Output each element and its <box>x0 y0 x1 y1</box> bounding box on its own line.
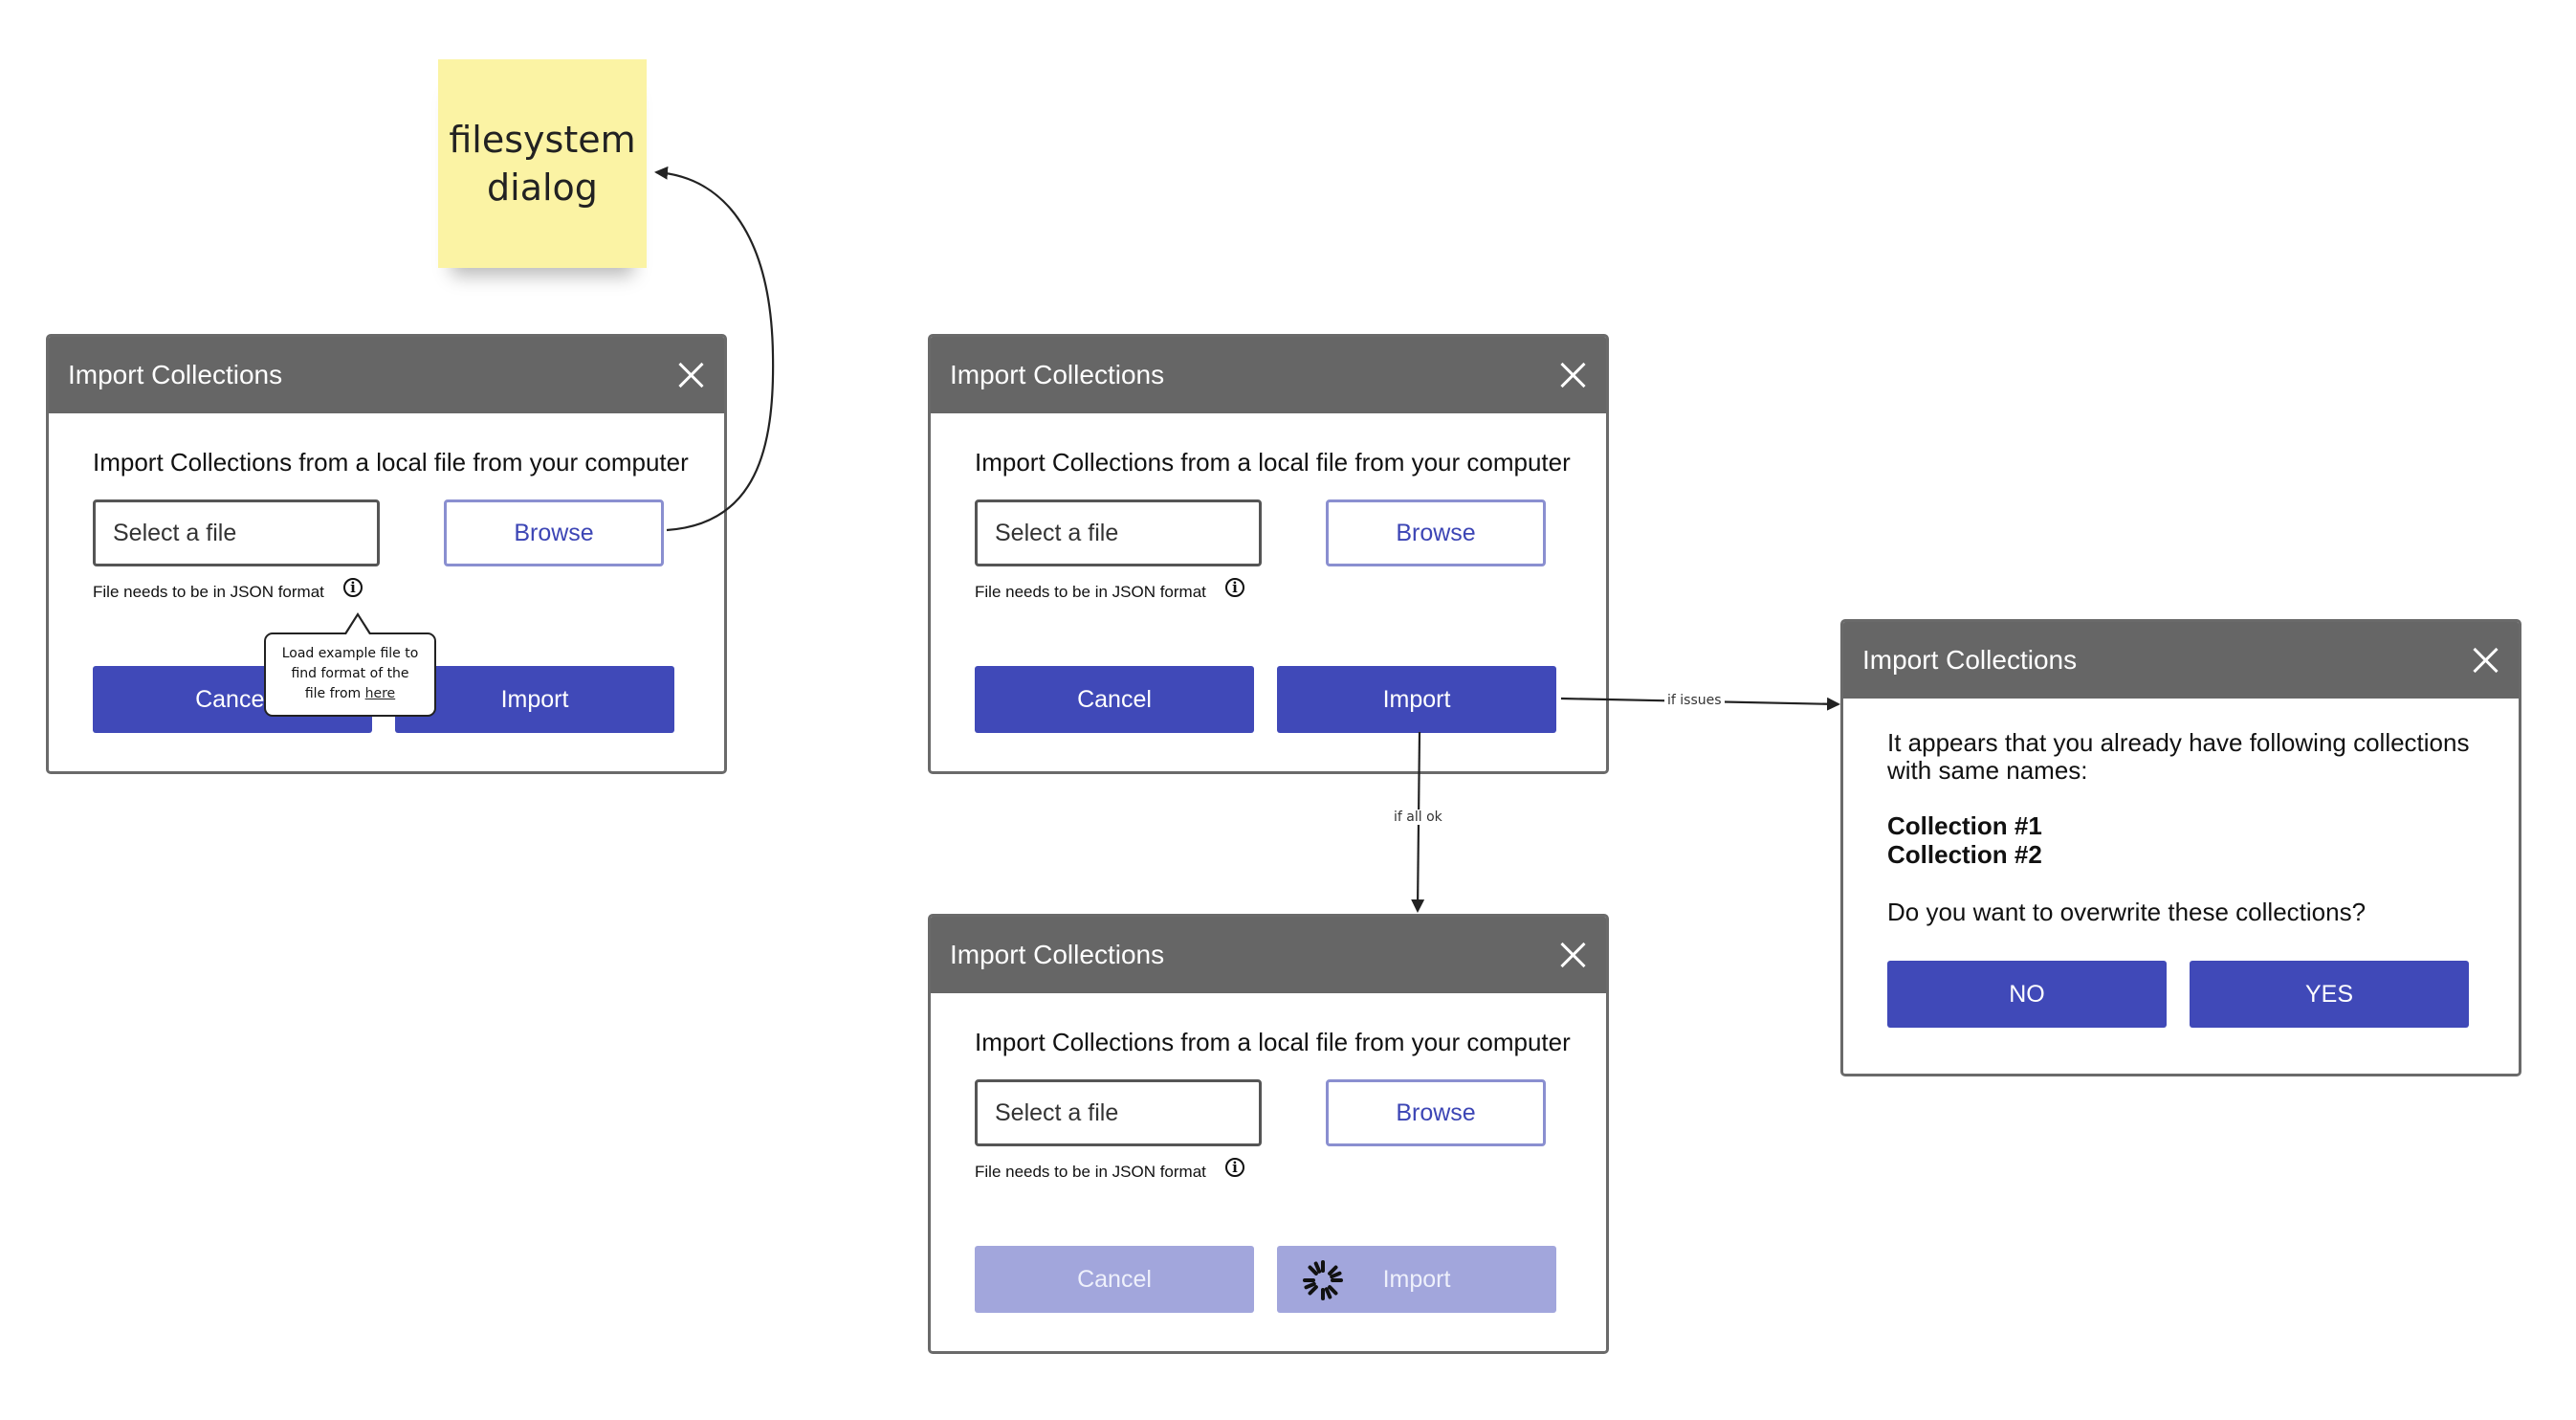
import-button[interactable]: Import <box>395 666 674 733</box>
loading-spinner-icon <box>1303 1260 1343 1300</box>
cancel-button[interactable]: Cancel <box>975 666 1254 733</box>
dialog-description: Import Collections from a local file fro… <box>93 448 689 477</box>
dialog-body: Import Collections from a local file fro… <box>49 413 724 771</box>
info-icon[interactable]: i <box>1225 1158 1244 1177</box>
import-button-loading: Import <box>1277 1246 1556 1313</box>
dialog-body: It appears that you already have followi… <box>1843 699 2519 1056</box>
yes-button[interactable]: YES <box>2190 961 2469 1028</box>
dialog-title: Import Collections <box>1862 645 2078 675</box>
select-file-input[interactable] <box>93 499 380 566</box>
dialog-description: Import Collections from a local file fro… <box>975 448 1571 477</box>
browse-button[interactable]: Browse <box>1326 499 1546 566</box>
import-dialog-default: Import Collections Import Collections fr… <box>928 334 1609 774</box>
dialog-title: Import Collections <box>950 940 1165 969</box>
overwrite-confirmation-dialog: Import Collections It appears that you a… <box>1840 619 2521 1076</box>
sticky-note-line1: filesystem <box>449 119 636 161</box>
dialog-title: Import Collections <box>68 360 283 389</box>
close-icon[interactable] <box>676 361 705 389</box>
json-format-hint: File needs to be in JSON format <box>93 583 324 601</box>
dialog-header: Import Collections <box>49 337 724 413</box>
dialog-title: Import Collections <box>950 360 1165 389</box>
overwrite-question: Do you want to overwrite these collectio… <box>1887 898 2367 926</box>
sticky-note-filesystem-dialog: filesystem dialog <box>438 59 647 268</box>
flow-label-if-issues: if issues <box>1664 693 1725 708</box>
info-icon[interactable]: i <box>343 578 363 597</box>
tooltip-line1: Load example file to <box>281 646 419 661</box>
info-icon[interactable]: i <box>1225 578 1244 597</box>
dialog-header: Import Collections <box>1843 622 2519 699</box>
collection-name: Collection #2 <box>1887 840 2042 869</box>
close-icon[interactable] <box>2471 646 2499 675</box>
tooltip-line2: find format of the <box>291 666 409 681</box>
dialog-body: Import Collections from a local file fro… <box>931 993 1606 1351</box>
select-file-input[interactable] <box>975 1079 1262 1146</box>
cancel-button-disabled: Cancel <box>975 1246 1254 1313</box>
json-format-hint: File needs to be in JSON format <box>975 583 1206 601</box>
sticky-note-line2: dialog <box>487 166 598 209</box>
example-file-link[interactable]: here <box>364 686 396 701</box>
dialog-header: Import Collections <box>931 337 1606 413</box>
dialog-body: Import Collections from a local file fro… <box>931 413 1606 771</box>
import-dialog-loading: Import Collections Import Collections fr… <box>928 914 1609 1354</box>
no-button[interactable]: NO <box>1887 961 2167 1028</box>
select-file-input[interactable] <box>975 499 1262 566</box>
close-icon[interactable] <box>1558 941 1587 969</box>
collection-name: Collection #1 <box>1887 811 2042 840</box>
dialog-header: Import Collections <box>931 917 1606 993</box>
tooltip-line3-prefix: file from <box>304 686 362 701</box>
tooltip-line3: file from here <box>266 684 434 704</box>
conflict-message: It appears that you already have followi… <box>1887 728 2470 785</box>
browse-button[interactable]: Browse <box>1326 1079 1546 1146</box>
flow-label-if-all-ok: if all ok <box>1391 810 1445 825</box>
format-tooltip: Load example file to find format of the … <box>264 632 436 717</box>
dialog-description: Import Collections from a local file fro… <box>975 1028 1571 1056</box>
close-icon[interactable] <box>1558 361 1587 389</box>
import-button[interactable]: Import <box>1277 666 1556 733</box>
json-format-hint: File needs to be in JSON format <box>975 1163 1206 1181</box>
conflicting-collections-list: Collection #1 Collection #2 <box>1887 811 2042 869</box>
browse-button[interactable]: Browse <box>444 499 664 566</box>
import-label: Import <box>1382 1265 1451 1293</box>
import-dialog-with-tooltip: Import Collections Import Collections fr… <box>46 334 727 774</box>
